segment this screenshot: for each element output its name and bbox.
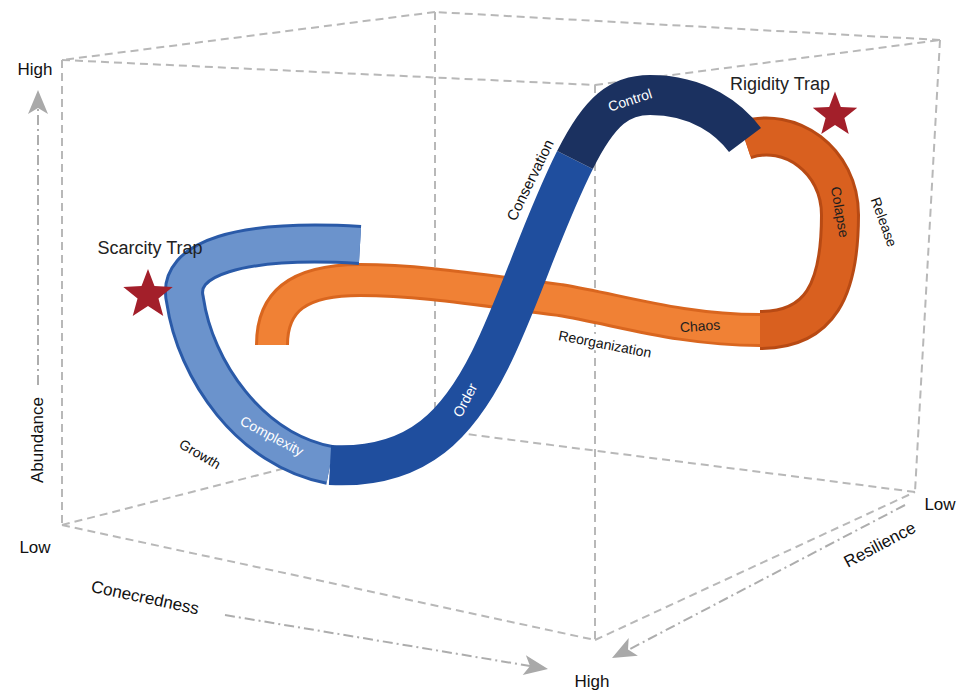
axis-end-label: Low xyxy=(922,495,957,515)
cube-frame xyxy=(62,12,940,640)
axis-title: Abundance xyxy=(28,395,48,485)
blue-band xyxy=(184,95,745,465)
axis-lines xyxy=(38,108,905,666)
axis-arrowheads xyxy=(28,90,638,675)
trap-label: Scarcity Trap xyxy=(95,238,204,259)
axis-end-label: High xyxy=(16,60,55,80)
phase-label: Release xyxy=(867,193,901,251)
axis-end-label: Low xyxy=(17,538,52,558)
band-label: Chaos xyxy=(677,316,722,335)
trap-label: Rigidity Trap xyxy=(728,74,832,95)
trap-stars xyxy=(123,92,857,316)
axis-end-label: High xyxy=(573,672,612,692)
axis-title: Resilience xyxy=(839,517,921,573)
phase-label: Growth xyxy=(175,435,226,474)
axis-title: Conecredness xyxy=(87,577,202,620)
